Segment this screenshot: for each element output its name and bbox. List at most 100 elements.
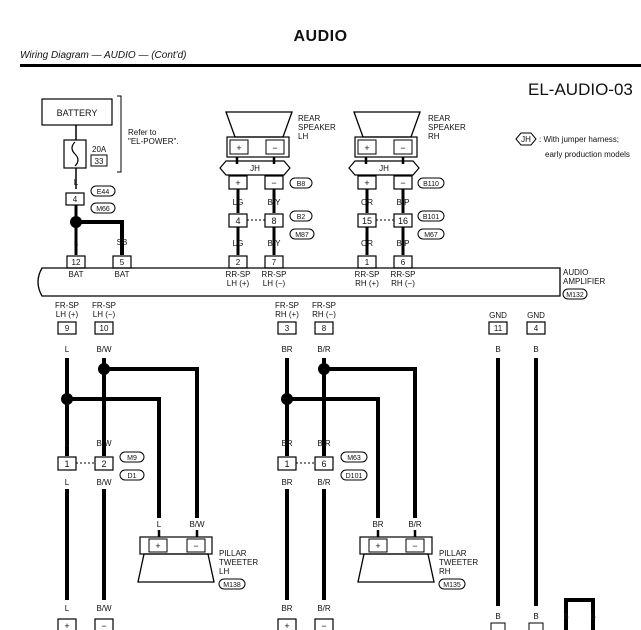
- wire-color-l: L: [65, 439, 70, 448]
- pin-number: 8: [322, 324, 327, 333]
- pin-number: 1: [64, 459, 69, 469]
- audio-amplifier: AUDIO AMPLIFIER M132 12 BAT 5 BAT 2 RR-S…: [37, 255, 605, 335]
- pin-label: RH (+): [355, 279, 379, 288]
- pin-number: 5: [120, 258, 125, 267]
- connector-m138: M138: [223, 582, 241, 589]
- wire-color-br: BR: [281, 478, 292, 487]
- wire-color-br: BR: [281, 345, 292, 354]
- amp-pin-1: 1 RR-SP RH (+): [355, 255, 380, 288]
- pin-number: 10: [100, 324, 109, 333]
- connector-d1: D1: [128, 473, 137, 480]
- amplifier-name-2: AMPLIFIER: [563, 277, 605, 286]
- wire-color-l: L: [157, 520, 162, 529]
- battery-note2: "EL-POWER".: [128, 137, 179, 146]
- fuse-icon: [71, 141, 79, 167]
- wire-color-bw: B/W: [96, 345, 112, 354]
- pin-number: 1: [284, 459, 289, 469]
- wire-color-l: L: [65, 604, 70, 613]
- wire-color-b: B: [590, 612, 595, 621]
- terminal-plus: +: [364, 143, 369, 153]
- pin-number: 4: [73, 195, 78, 204]
- wire-color-b: B: [533, 345, 538, 354]
- pin-label: RR-SP: [355, 270, 380, 279]
- amp-pin-10: FR-SP LH (−) 10: [92, 301, 116, 335]
- wire-color-or: OR: [361, 198, 373, 207]
- pin-number: 9: [65, 324, 70, 333]
- pin-label: GND: [527, 311, 545, 320]
- tweeter-title-3: RH: [439, 567, 451, 576]
- pin-label: RR-SP: [262, 270, 287, 279]
- speaker-title-3: LH: [298, 132, 308, 141]
- wire-color-br-r: B/R: [317, 604, 331, 613]
- pin-number: 6: [321, 459, 326, 469]
- wire-color-lg: LG: [233, 239, 244, 248]
- speaker-icon: [353, 111, 421, 138]
- wire-color-b: B: [495, 612, 500, 621]
- terminal-plus: +: [375, 541, 380, 551]
- fuse-amp: 20A: [92, 145, 107, 154]
- legend-tag: JH: [521, 135, 531, 144]
- terminal-minus: −: [412, 541, 417, 551]
- amp-pin-3: FR-SP RH (+) 3: [275, 301, 299, 335]
- speaker-title-1: REAR: [428, 114, 450, 123]
- connector-d101: D101: [346, 473, 363, 480]
- amp-pin-6: 6 RR-SP RH (−): [391, 255, 415, 288]
- wire-color-bp: B/P: [397, 239, 410, 248]
- pin-label: GND: [489, 311, 507, 320]
- pin-number: 2: [236, 258, 241, 267]
- terminal-plus: +: [364, 178, 369, 188]
- pin-number: 8: [271, 216, 276, 226]
- terminal-minus: −: [271, 178, 276, 188]
- connector-m135: M135: [443, 582, 461, 589]
- pin-label: BAT: [69, 270, 84, 279]
- connector-m87: M87: [295, 232, 309, 239]
- fuse-box: [63, 139, 87, 169]
- pin-number: 6: [401, 258, 406, 267]
- terminal-plus: +: [155, 541, 160, 551]
- connector-b8: B8: [297, 181, 306, 188]
- wire-color-bw: B/W: [96, 478, 112, 487]
- connector-b101: B101: [423, 214, 439, 221]
- wire-color-l: L: [65, 345, 70, 354]
- pin-label: RH (−): [312, 310, 336, 319]
- tweeter-title-1: PILLAR: [219, 549, 247, 558]
- pin-label: LH (+): [56, 310, 79, 319]
- wire-color-br-r: B/R: [408, 520, 422, 529]
- battery-feed: L 4 E44 M66 L SB: [65, 178, 128, 255]
- terminal-minus: −: [321, 621, 326, 630]
- amp-pin-8: FR-SP RH (−) 8: [312, 301, 336, 335]
- jumper-legend: JH : With jumper harness; early producti…: [515, 132, 630, 159]
- wire-color-b: B: [533, 612, 538, 621]
- wire-color-l: L: [74, 178, 79, 187]
- wire-color-br-r: B/R: [317, 345, 331, 354]
- wire-color-or: OR: [361, 239, 373, 248]
- amp-pin-7: 7 RR-SP LH (−): [262, 255, 287, 288]
- jumper-label: JH: [250, 164, 260, 173]
- wire-color-br: BR: [281, 439, 292, 448]
- tweeter-title-3: LH: [219, 567, 229, 576]
- jumper-label: JH: [379, 164, 389, 173]
- pin-number: 16: [398, 216, 408, 226]
- tweeter-title-2: TWEETER: [439, 558, 478, 567]
- terminal-plus: +: [236, 143, 241, 153]
- diagram-code: EL-AUDIO-03: [528, 80, 633, 99]
- pin-label: RH (−): [391, 279, 415, 288]
- tweeter-icon: [357, 553, 435, 583]
- connector-m66: M66: [96, 206, 110, 213]
- terminal-minus: −: [272, 143, 277, 153]
- pin-number: 2: [101, 459, 106, 469]
- pin-number: 1: [365, 258, 370, 267]
- wire-color-lg: LG: [233, 198, 244, 207]
- wire-color-br: BR: [281, 604, 292, 613]
- wire-color-sb: SB: [117, 238, 128, 247]
- amplifier-body: [37, 267, 561, 297]
- pin-label: RR-SP: [226, 270, 251, 279]
- amp-pin-12: 12 BAT: [66, 255, 86, 279]
- battery-label: BATTERY: [57, 108, 98, 118]
- wire-color-l: L: [74, 238, 79, 247]
- speaker-icon: [225, 111, 293, 138]
- legend-line1: : With jumper harness;: [539, 135, 619, 144]
- wire-color-b: B: [563, 612, 568, 621]
- connector-m132: M132: [566, 292, 584, 299]
- jumper-harness: [219, 160, 291, 176]
